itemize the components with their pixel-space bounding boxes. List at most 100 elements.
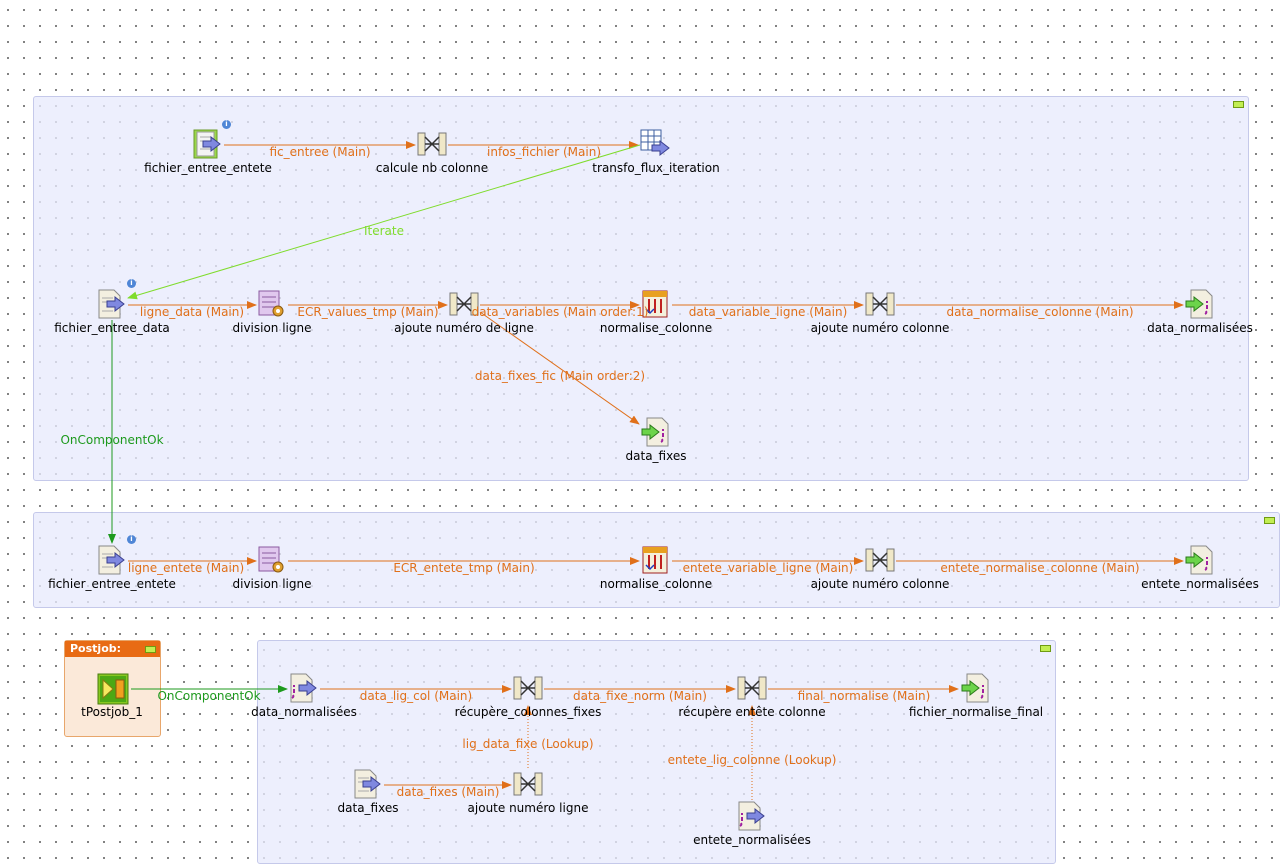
file-output-icon [1185,289,1213,319]
component-label: fichier_normalise_final [908,705,1044,719]
component-data-fixes[interactable] [641,417,671,447]
subjob-3-collapse-button[interactable] [1040,645,1051,652]
split-row-icon [258,290,284,317]
info-icon[interactable]: i [222,120,231,129]
component-label: récupère_colonnes_fixes [454,705,602,719]
component-fichier-entree-entete[interactable] [193,129,223,159]
file-output-icon [641,417,669,447]
info-icon[interactable]: i [127,279,136,288]
component-label: normalise_colonne [599,577,713,591]
component-data-fixes-input[interactable] [353,769,383,799]
link-label-oncomponentok-postjob: OnComponentOk [157,689,261,703]
link-label: data_variables (Main order:1) [471,305,649,319]
map-icon [737,676,767,700]
link-label: data_fixes_fic (Main order:2) [474,369,646,383]
component-calcule-nb-colonne[interactable] [417,129,447,159]
split-row-icon [258,546,284,573]
file-input-icon [738,801,765,831]
link-label: data_fixe_norm (Main) [573,689,707,703]
postjob-icon [97,673,129,705]
normalize-icon [642,290,668,318]
file-input-icon [98,289,125,319]
link-label: ligne_entete (Main) [127,561,245,575]
link-iterate[interactable] [127,144,641,300]
component-label: ajoute numéro colonne [810,321,950,335]
link-label: entete_variable_ligne (Main) [682,561,854,575]
component-label: ajoute numéro colonne [810,577,950,591]
component-label: transfo_flux_iteration [592,161,720,175]
component-label: data_normalisées [1147,321,1253,335]
map-icon [865,292,895,316]
component-recupere-entete-colonne[interactable] [737,673,767,703]
file-input-icon [354,769,381,799]
component-data-normalisees-input[interactable] [289,673,319,703]
component-division-ligne[interactable] [257,289,287,319]
subjob-1[interactable] [33,96,1249,481]
link-label: data_normalise_colonne (Main) [946,305,1134,319]
component-label: ajoute numéro ligne [467,801,589,815]
component-label: division ligne [232,321,312,335]
link-data-fixes-fic[interactable] [479,311,640,425]
component-transfo-flux-iteration[interactable] [640,129,670,159]
map-icon [417,132,447,156]
component-label: récupère entête colonne [678,705,826,719]
link-label: data_lig_col (Main) [359,689,473,703]
map-icon [513,772,543,796]
component-label: data_fixes [625,449,687,463]
link-label: Iterate [363,224,405,238]
component-ajoute-numero-de-ligne[interactable] [449,289,479,319]
map-icon [449,292,479,316]
link-label: fic_entree (Main) [269,145,371,159]
map-icon [513,676,543,700]
link-label: entete_normalise_colonne (Main) [940,561,1140,575]
postjob-collapse-button[interactable] [145,646,156,653]
link-label: infos_fichier (Main) [487,145,601,159]
component-label: ajoute numéro de ligne [394,321,534,335]
map-icon [865,548,895,572]
postjob-header: Postjob: [65,641,160,657]
component-label: fichier_entree_entete [144,161,272,175]
component-label: data_fixes [337,801,399,815]
component-fichier-entree-entete-2[interactable] [97,545,127,575]
file-input-icon [290,673,317,703]
info-icon[interactable]: i [127,535,136,544]
component-normalise-colonne[interactable] [641,289,671,319]
link-label: data_fixes (Main) [396,785,500,799]
component-tpostjob[interactable] [97,673,129,705]
component-label: division ligne [232,577,312,591]
component-ajoute-numero-colonne-2[interactable] [865,545,895,575]
flow-to-iterate-icon [640,129,670,157]
component-fichier-entree-data[interactable] [97,289,127,319]
file-output-icon [961,673,989,703]
subjob-3[interactable] [257,640,1056,864]
component-entete-normalisees-input[interactable] [737,801,767,831]
component-label: data_normalisées [251,705,357,719]
component-label: tPostjob_1 [81,705,143,719]
subjob-1-collapse-button[interactable] [1233,101,1244,108]
component-division-ligne-2[interactable] [257,545,287,575]
component-ajoute-numero-ligne[interactable] [513,769,543,799]
component-ajoute-numero-colonne[interactable] [865,289,895,319]
component-normalise-colonne-2[interactable] [641,545,671,575]
component-fichier-normalise-final[interactable] [961,673,991,703]
link-label: final_normalise (Main) [797,689,931,703]
component-label: fichier_entree_entete [48,577,176,591]
component-entete-normalisees[interactable] [1185,545,1215,575]
subjob-2-collapse-button[interactable] [1264,517,1275,524]
file-input-icon [98,545,125,575]
component-label: entete_normalisées [1141,577,1259,591]
link-label: ECR_values_tmp (Main) [297,305,439,319]
link-label: data_variable_ligne (Main) [688,305,848,319]
component-recupere-colonnes-fixes[interactable] [513,673,543,703]
file-output-icon [1185,545,1213,575]
link-label: lig_data_fixe (Lookup) [462,737,594,751]
component-data-normalisees[interactable] [1185,289,1215,319]
postjob-title: Postjob: [70,642,122,655]
normalize-icon [642,546,668,574]
link-label: ligne_data (Main) [139,305,245,319]
file-input-icon [193,129,221,159]
component-label: entete_normalisées [693,833,811,847]
component-label: normalise_colonne [599,321,713,335]
link-label-oncomponentok: OnComponentOk [60,433,164,447]
